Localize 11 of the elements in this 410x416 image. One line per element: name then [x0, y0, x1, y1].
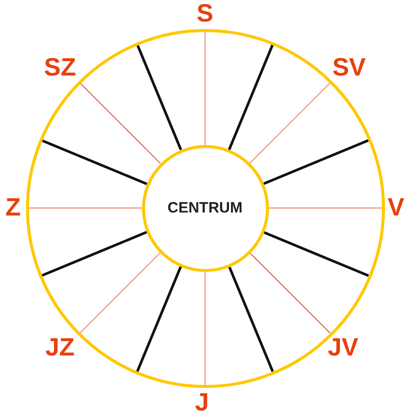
- direction-label: J: [195, 390, 209, 416]
- outer-circle: [26, 28, 384, 388]
- direction-label: Z: [5, 196, 21, 220]
- direction-label: JZ: [45, 336, 75, 360]
- direction-label: S: [196, 2, 214, 26]
- direction-label: SZ: [44, 56, 76, 80]
- center-circle: [142, 144, 268, 272]
- direction-label: SV: [332, 56, 366, 80]
- center-label: CENTRUM: [168, 200, 242, 216]
- direction-label: V: [388, 196, 404, 220]
- direction-label: JV: [328, 336, 358, 360]
